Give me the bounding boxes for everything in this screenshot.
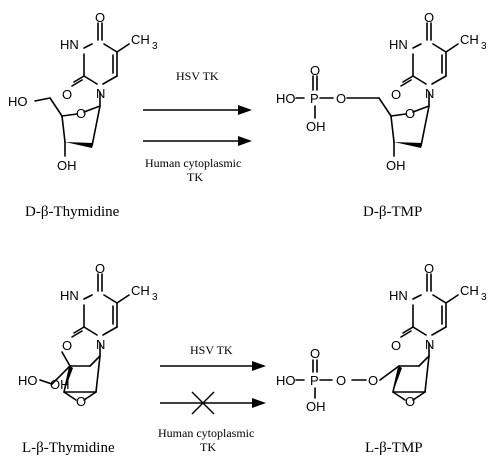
atom-label: O xyxy=(424,10,434,25)
atom-label: O xyxy=(405,394,415,409)
atom-label: HN xyxy=(60,37,79,52)
atom-label: O xyxy=(62,338,72,353)
bottom-enzyme-human-tk-line2: TK xyxy=(200,440,216,454)
atom-label: O xyxy=(405,106,415,121)
atom-label: OH xyxy=(50,377,70,392)
atom-label: O xyxy=(95,10,105,25)
atom-label: O xyxy=(76,394,86,409)
atom-label: HO xyxy=(276,373,296,388)
atom-label: HN xyxy=(389,37,408,52)
atom-label: OH xyxy=(386,158,406,173)
l-tmp-label: L-β-TMP xyxy=(365,440,423,456)
atom-label: N xyxy=(425,86,434,101)
top-enzyme-hsv-tk: HSV TK xyxy=(176,69,219,83)
atom-label: O xyxy=(76,106,86,121)
top-arrows xyxy=(143,105,252,146)
atom-label: CH xyxy=(460,32,479,47)
atom-label: O xyxy=(336,91,346,106)
atom-label: N xyxy=(96,337,105,352)
atom-label: O xyxy=(391,87,401,102)
l-thymidine-label: L-β-Thymidine xyxy=(22,440,115,456)
l-tmp-structure: O HN O N CH 3 O O O P O HO OH xyxy=(276,261,487,414)
atom-label: O xyxy=(310,63,320,78)
d-thymidine-structure: O HN O N CH 3 O HO OH xyxy=(8,10,158,173)
d-tmp-structure: O HN O N CH 3 O OH O P O HO OH xyxy=(276,10,487,173)
bottom-enzyme-human-tk-line1: Human cytoplasmic xyxy=(158,426,254,440)
atom-label: O xyxy=(62,87,72,102)
atom-label: HO xyxy=(18,373,38,388)
atom-label: N xyxy=(425,337,434,352)
atom-label: O xyxy=(95,261,105,276)
atom-label: N xyxy=(96,86,105,101)
top-enzyme-human-tk-line1: Human cytoplasmic xyxy=(145,156,241,170)
d-thymidine-label: D-β-Thymidine xyxy=(25,204,120,220)
atom-subscript: 3 xyxy=(152,292,158,303)
d-tmp-label: D-β-TMP xyxy=(363,204,422,220)
atom-label: HN xyxy=(60,288,79,303)
atom-label: OH xyxy=(306,119,326,134)
atom-label: CH xyxy=(131,32,150,47)
atom-label: O xyxy=(336,373,346,388)
bottom-arrows xyxy=(160,361,266,415)
atom-label: O xyxy=(424,261,434,276)
atom-subscript: 3 xyxy=(481,41,487,52)
atom-label: P xyxy=(310,373,319,388)
atom-label: OH xyxy=(306,399,326,414)
atom-label: O xyxy=(310,346,320,361)
top-enzyme-human-tk-line2: TK xyxy=(187,170,203,184)
l-thymidine-structure: O HN O N CH 3 OH HO O xyxy=(18,261,158,409)
atom-subscript: 3 xyxy=(481,292,487,303)
atom-label: OH xyxy=(57,158,77,173)
atom-subscript: 3 xyxy=(152,41,158,52)
bottom-enzyme-hsv-tk: HSV TK xyxy=(190,343,233,357)
atom-label: O xyxy=(391,338,401,353)
atom-label: HO xyxy=(8,94,28,109)
atom-label: HO xyxy=(276,91,296,106)
atom-label: CH xyxy=(131,283,150,298)
atom-label: HN xyxy=(389,288,408,303)
atom-label: P xyxy=(310,91,319,106)
atom-label: O xyxy=(368,373,378,388)
atom-label: CH xyxy=(460,283,479,298)
